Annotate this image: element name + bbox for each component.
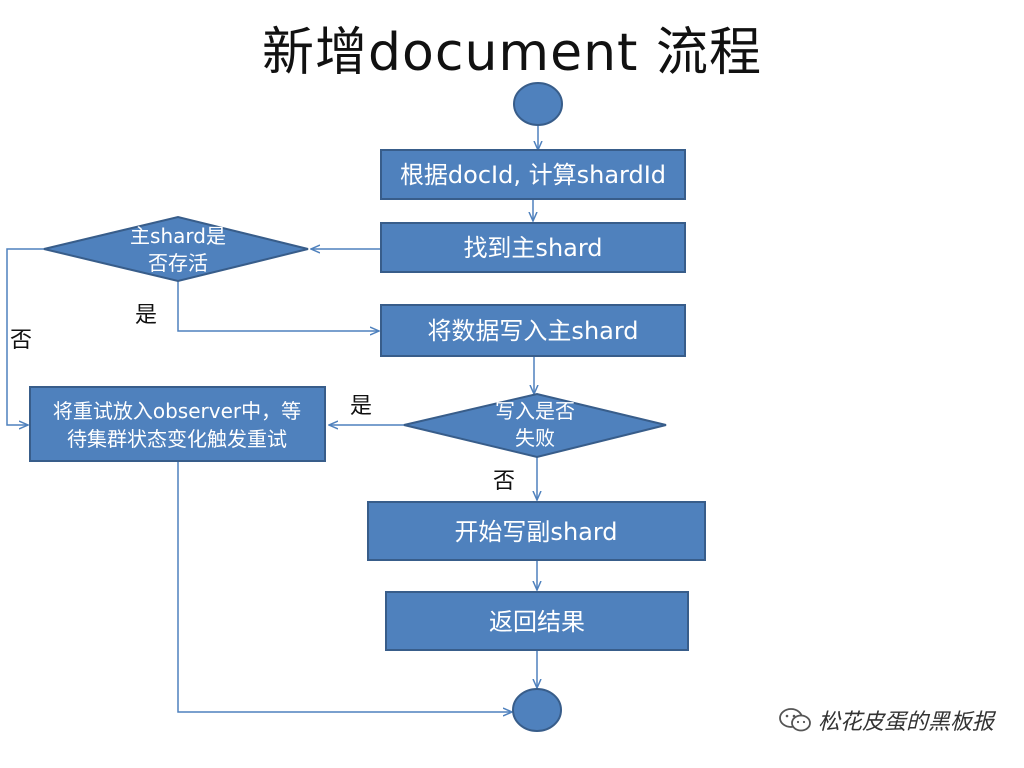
- compute-shard-node: [380, 149, 686, 200]
- watermark: 松花皮蛋的黑板报: [778, 704, 994, 736]
- write-failed-label-line2: 失败: [515, 426, 555, 450]
- retry-label-line1: 将重试放入observer中，等: [53, 399, 301, 423]
- primary-alive-decision: [43, 215, 309, 283]
- wechat-icon: [779, 708, 811, 732]
- retry-label-line2: 待集群状态变化触发重试: [67, 427, 287, 451]
- write-failed-decision: [403, 392, 667, 459]
- primary-alive-label-line1: 主shard是: [130, 224, 226, 248]
- edge-label-failed-no: 否: [493, 469, 515, 494]
- edge-alive-yes-to-write: [177, 281, 379, 331]
- edge-label-alive-no: 否: [10, 328, 32, 353]
- write-replica-label: 开始写副shard: [454, 518, 617, 546]
- edge-label-failed-yes: 是: [350, 394, 372, 419]
- compute-shard-label: 根据docId, 计算shardId: [400, 161, 666, 189]
- edges: [6, 126, 538, 712]
- return-result-node: [385, 591, 689, 651]
- return-result-label: 返回结果: [489, 608, 585, 636]
- find-primary-node: [380, 222, 686, 273]
- primary-alive-label-line2: 否存活: [148, 251, 208, 275]
- write-primary-node: [380, 304, 686, 357]
- diagram-title: 新增document 流程: [262, 23, 762, 83]
- start-node: [513, 82, 563, 126]
- edge-retry-to-end: [177, 462, 512, 712]
- edge-alive-no-to-retry: [6, 248, 44, 425]
- write-replica-node: [367, 501, 706, 561]
- edge-label-alive-yes: 是: [135, 303, 157, 328]
- end-node: [512, 688, 562, 732]
- retry-node: [29, 386, 326, 462]
- write-failed-label-line1: 写入是否: [495, 399, 575, 423]
- write-primary-label: 将数据写入主shard: [427, 317, 638, 345]
- watermark-text: 松花皮蛋的黑板报: [817, 710, 994, 735]
- find-primary-label: 找到主shard: [463, 234, 602, 262]
